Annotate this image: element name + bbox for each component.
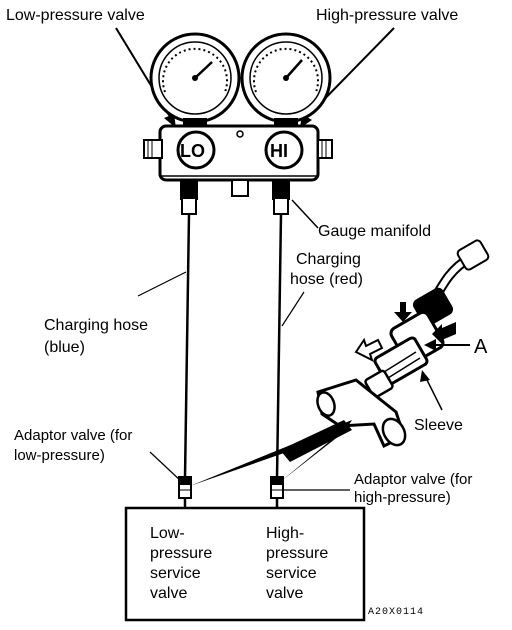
red-hose-leader <box>281 291 305 327</box>
adaptor-low-label-1: Adaptor valve (for <box>14 427 132 444</box>
charging-hose-red-label-2: hose (red) <box>290 271 363 288</box>
charging-hose-red <box>275 213 283 479</box>
low-service-label-3: service <box>150 565 201 582</box>
adaptor-valve-low <box>178 476 192 499</box>
charging-hose-blue <box>183 213 191 479</box>
gauge-manifold-body <box>143 124 333 215</box>
blue-hose-leader <box>137 271 187 297</box>
sleeve-leader <box>425 377 443 411</box>
lo-marking: LO <box>180 141 205 161</box>
high-service-label-2: pressure <box>266 545 328 562</box>
service-valve-box <box>124 506 366 622</box>
callout-a-arrowhead <box>424 339 436 351</box>
high-pressure-valve-label: High-pressure valve <box>316 7 458 24</box>
charging-hose-blue-label-2: (blue) <box>44 339 85 356</box>
adaptor-high-label-1: Adaptor valve (for <box>354 471 472 488</box>
low-service-label-2: pressure <box>150 545 212 562</box>
high-service-label-4: valve <box>266 585 303 602</box>
gauge-manifold-label: Gauge manifold <box>318 223 431 240</box>
low-service-label-4: valve <box>150 585 187 602</box>
hi-marking: HI <box>270 141 288 161</box>
high-service-label-3: service <box>266 565 317 582</box>
sleeve-label: Sleeve <box>414 417 463 434</box>
wedge-pointer-band <box>280 420 352 462</box>
callout-a-label: A <box>474 336 488 358</box>
adaptor-high-label-2: high-pressure) <box>354 489 451 506</box>
adaptor-valve-high <box>270 476 284 499</box>
low-pressure-valve-label: Low-pressure valve <box>6 7 145 24</box>
figure-code: A20X0114 <box>368 607 424 618</box>
adaptor-coupler-detail <box>316 239 490 449</box>
manifold-leader <box>291 199 319 229</box>
low-service-label-1: Low- <box>150 525 185 542</box>
adaptor-low-label-2: low-pressure) <box>14 447 105 464</box>
charging-hose-blue-label-1: Charging hose <box>44 317 148 334</box>
sleeve-arrowhead <box>420 370 430 382</box>
high-pressure-gauge <box>240 32 332 128</box>
low-pressure-gauge <box>149 32 241 128</box>
charging-hose-red-label-1: Charging <box>296 251 361 268</box>
high-service-label-1: High- <box>266 525 304 542</box>
adaptor-low-leader <box>149 451 183 483</box>
